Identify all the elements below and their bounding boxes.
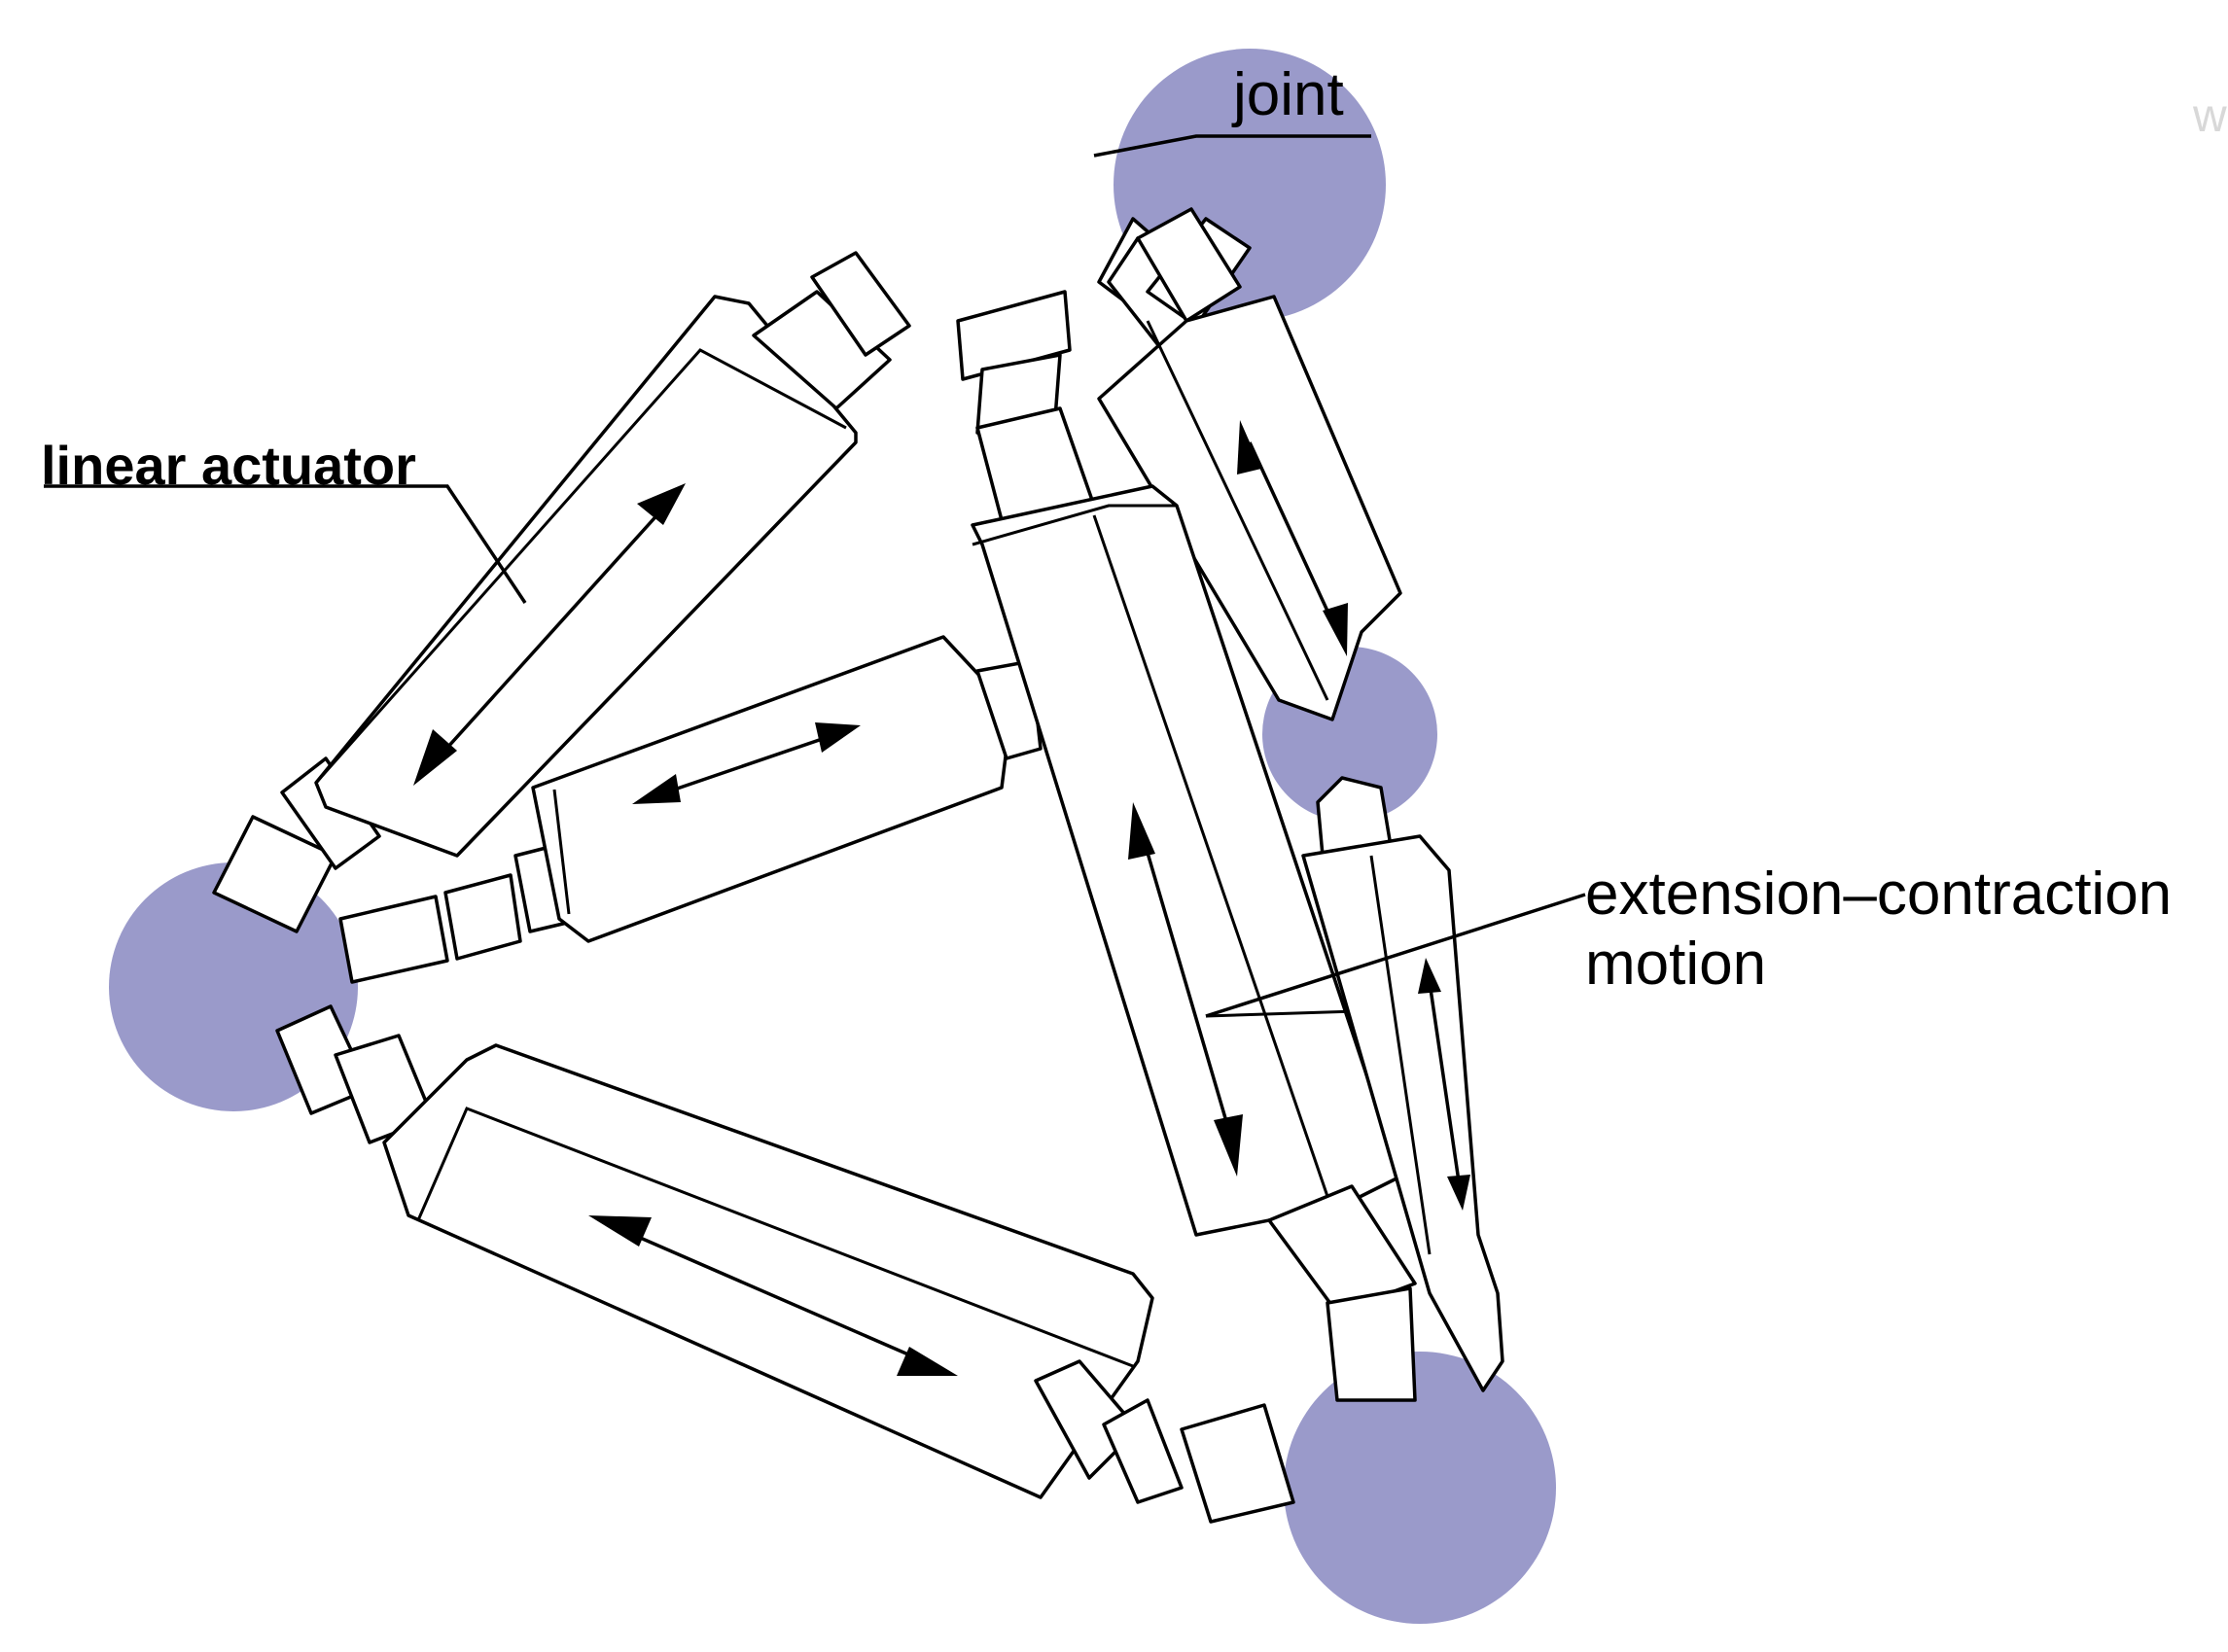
label-joint: joint — [1231, 61, 1344, 128]
watermark: w — [2192, 90, 2227, 142]
leader-lines — [1093, 134, 1586, 1018]
actuator-left — [44, 251, 911, 933]
joint-ball-bottom — [1284, 1352, 1556, 1624]
joint-leader — [1093, 134, 1371, 158]
actuator-top-right — [1097, 207, 1402, 721]
actuator-bottom — [275, 1004, 1295, 1524]
actuator-back — [338, 635, 1043, 984]
label-extension-line1: extension–contraction — [1585, 861, 2172, 928]
label-linear-actuator: linear actuator — [41, 435, 416, 496]
actuator-center — [956, 290, 1417, 1402]
label-extension-line2: motion — [1585, 931, 1766, 998]
extension-leader — [1205, 893, 1586, 1018]
actuator-right — [1301, 776, 1504, 1392]
